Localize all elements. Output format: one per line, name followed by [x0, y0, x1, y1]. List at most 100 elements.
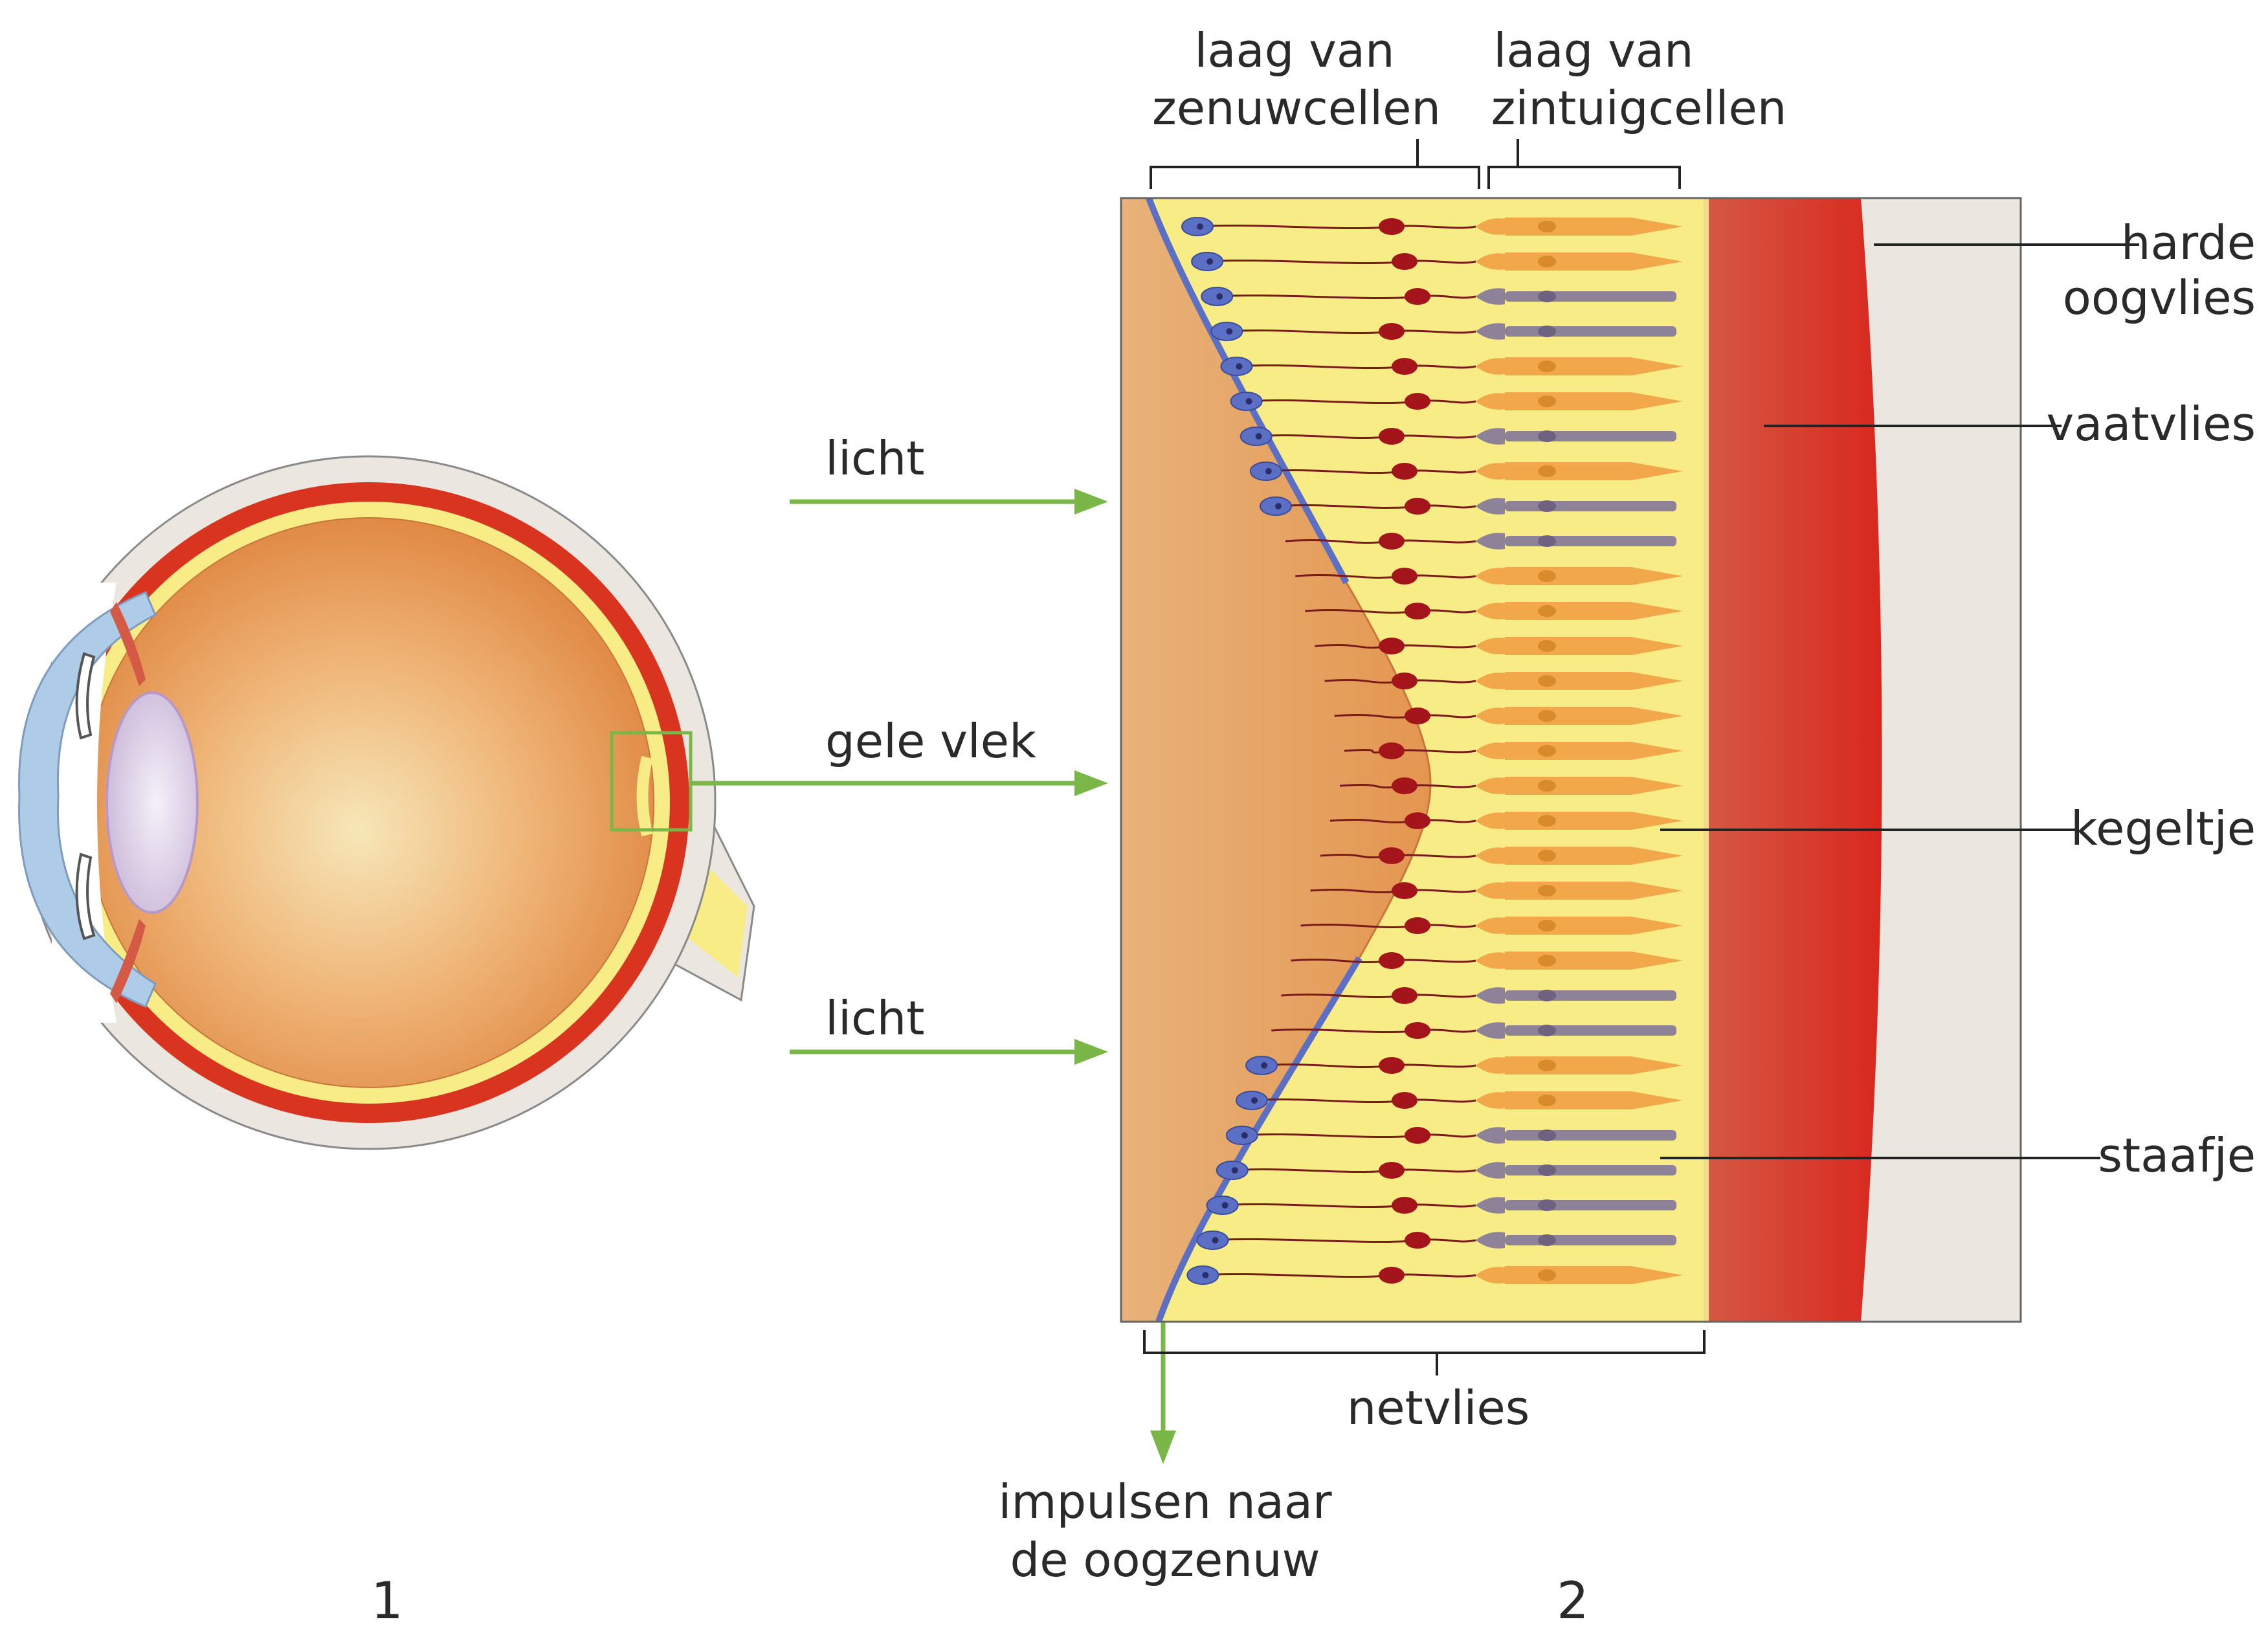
bipolar-cell	[1405, 288, 1430, 305]
ganglion-nucleus	[1216, 293, 1223, 300]
ganglion-nucleus	[1275, 503, 1282, 509]
rod-cell	[1505, 1025, 1676, 1036]
bipolar-cell	[1379, 847, 1405, 864]
light-arrows	[691, 489, 1176, 1464]
cell-nucleus	[1538, 710, 1556, 722]
label-harde: harde	[2121, 216, 2256, 270]
label-gele-vlek: gele vlek	[825, 714, 1036, 768]
cell-nucleus	[1538, 221, 1556, 232]
bipolar-cell	[1379, 533, 1405, 550]
ganglion-nucleus	[1226, 328, 1232, 335]
label-impulsen-2: de oogzenuw	[1010, 1533, 1320, 1587]
bipolar-cell	[1392, 882, 1418, 899]
rod-cell	[1505, 1165, 1676, 1175]
bipolar-cell	[1392, 1092, 1418, 1109]
ganglion-nucleus	[1202, 1272, 1208, 1278]
bipolar-cell	[1392, 253, 1418, 270]
cell-nucleus	[1538, 1095, 1556, 1106]
choroid-band	[1699, 198, 1882, 1322]
rod-cell	[1505, 1130, 1676, 1141]
label-laag-zintuig-1: laag van	[1493, 23, 1693, 78]
bipolar-cell	[1379, 428, 1405, 445]
rod-cell	[1505, 501, 1676, 511]
cell-nucleus	[1538, 326, 1556, 337]
cell-nucleus	[1538, 1199, 1556, 1211]
cell-nucleus	[1538, 780, 1556, 792]
arrow-impulses-head	[1150, 1431, 1176, 1464]
label-licht-top: licht	[825, 431, 924, 485]
cell-nucleus	[1538, 850, 1556, 862]
cell-nucleus	[1538, 1164, 1556, 1176]
rod-cell	[1505, 431, 1676, 441]
cell-nucleus	[1538, 500, 1556, 512]
rod-cell	[1505, 990, 1676, 1001]
label-laag-zenuw-2: zenuwcellen	[1152, 81, 1441, 135]
ganglion-nucleus	[1212, 1237, 1219, 1243]
cell-nucleus	[1538, 430, 1556, 442]
cell-nucleus	[1538, 395, 1556, 407]
retina-detail	[1121, 198, 2021, 1322]
rod-cell	[1505, 1200, 1676, 1210]
cell-nucleus	[1538, 535, 1556, 547]
cell-nucleus	[1538, 885, 1556, 896]
bipolar-cell	[1379, 323, 1405, 340]
arrow-light-top-head	[1074, 489, 1108, 515]
rod-cell	[1505, 291, 1676, 302]
bipolar-cell	[1405, 603, 1430, 619]
cell-nucleus	[1538, 815, 1556, 827]
figure-number-2: 2	[1557, 1572, 1589, 1631]
cell-nucleus	[1538, 1234, 1556, 1246]
ganglion-nucleus	[1251, 1097, 1258, 1104]
label-kegeltje: kegeltje	[2071, 801, 2256, 856]
bracket-zenuwcellen	[1151, 139, 1479, 189]
fovea-eye	[643, 757, 648, 835]
bracket-zintuigcellen	[1489, 139, 1680, 189]
ganglion-nucleus	[1256, 433, 1262, 440]
bipolar-cell	[1405, 1232, 1430, 1249]
bipolar-cell	[1405, 707, 1430, 724]
cell-nucleus	[1538, 1060, 1556, 1071]
bipolar-cell	[1379, 1162, 1405, 1179]
label-laag-zenuw-1: laag van	[1194, 23, 1394, 78]
cell-nucleus	[1538, 640, 1556, 652]
bipolar-cell	[1405, 393, 1430, 410]
bipolar-cell	[1379, 638, 1405, 654]
cell-nucleus	[1538, 990, 1556, 1001]
bipolar-cell	[1379, 1057, 1405, 1074]
bracket-netvlies	[1144, 1330, 1704, 1375]
cell-nucleus	[1538, 291, 1556, 302]
cell-nucleus	[1538, 745, 1556, 757]
label-impulsen-1: impulsen naar	[998, 1475, 1332, 1529]
bipolar-cell	[1379, 1267, 1405, 1284]
ganglion-nucleus	[1197, 223, 1203, 230]
cell-nucleus	[1538, 570, 1556, 582]
label-vaatvlies: vaatvlies	[2046, 397, 2256, 451]
bipolar-cell	[1392, 987, 1418, 1004]
bipolar-cell	[1392, 358, 1418, 375]
cell-nucleus	[1538, 1130, 1556, 1141]
rod-cell	[1505, 536, 1676, 546]
cell-nucleus	[1538, 256, 1556, 267]
ganglion-nucleus	[1232, 1167, 1238, 1174]
cell-nucleus	[1538, 361, 1556, 372]
eye-cross-section	[19, 456, 754, 1149]
ganglion-nucleus	[1246, 398, 1252, 405]
cell-nucleus	[1538, 1025, 1556, 1036]
bipolar-cell	[1392, 568, 1418, 585]
ganglion-nucleus	[1265, 468, 1272, 474]
bipolar-cell	[1392, 673, 1418, 689]
ganglion-nucleus	[1206, 258, 1213, 265]
arrow-light-bottom-head	[1074, 1039, 1108, 1065]
ganglion-nucleus	[1236, 363, 1242, 370]
cell-nucleus	[1538, 465, 1556, 477]
figure-number-1: 1	[371, 1572, 403, 1631]
bipolar-cell	[1379, 218, 1405, 235]
cell-nucleus	[1538, 605, 1556, 617]
ganglion-nucleus	[1241, 1132, 1248, 1139]
label-netvlies: netvlies	[1347, 1381, 1530, 1435]
bipolar-cell	[1405, 917, 1430, 934]
bipolar-cell	[1392, 1197, 1418, 1214]
cell-nucleus	[1538, 920, 1556, 931]
bipolar-cell	[1405, 1127, 1430, 1144]
